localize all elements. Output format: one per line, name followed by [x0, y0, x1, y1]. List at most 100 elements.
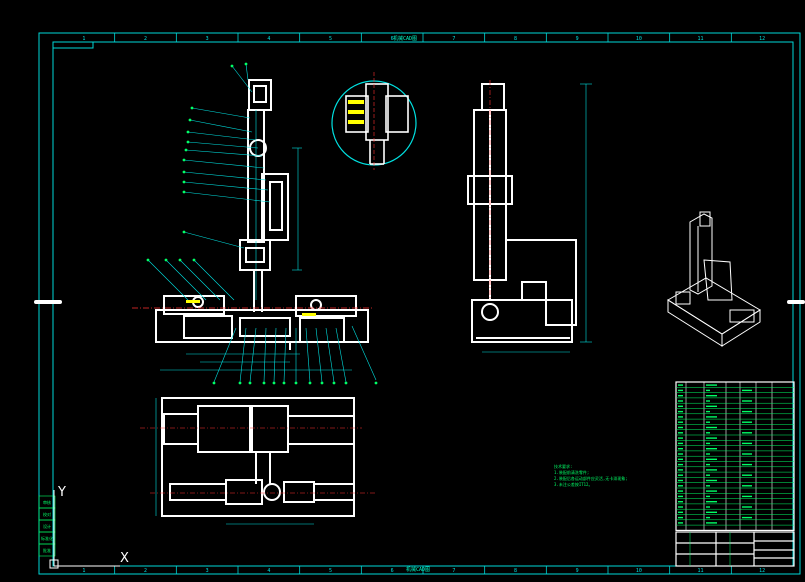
leader-line	[183, 171, 267, 181]
isometric-view	[667, 211, 761, 347]
side-view	[467, 83, 577, 343]
leader-end-dot	[182, 170, 186, 174]
leader-end-dot	[182, 158, 186, 162]
leader-end-dot	[344, 381, 348, 385]
leader-line	[325, 327, 335, 383]
leader-line	[185, 149, 263, 157]
top-caption: 机械CAD图	[393, 35, 417, 42]
leader-line	[315, 327, 323, 383]
zone-number-bottom: 2	[144, 568, 147, 574]
leader-end-dot	[164, 258, 168, 262]
detail-view-circle	[331, 72, 417, 170]
zone-number-top: 11	[697, 36, 703, 42]
zone-number-top: 1	[82, 36, 85, 42]
leader-end-dot	[192, 258, 196, 262]
leader-end-dot	[182, 180, 186, 184]
zone-number-bottom: 3	[206, 568, 209, 574]
zone-number-bottom: 5	[329, 568, 332, 574]
zone-number-bottom: 10	[636, 568, 642, 574]
leader-line	[187, 131, 257, 141]
zone-number-bottom: 12	[759, 568, 765, 574]
note-3: 3.未注公差按IT12。	[554, 481, 592, 487]
stamp-cell	[38, 543, 56, 557]
zone-number-top: 2	[144, 36, 147, 42]
leader-line	[183, 191, 271, 203]
ucs-icon	[49, 490, 120, 569]
leader-line	[283, 327, 287, 383]
leader-line	[191, 107, 251, 119]
leader-end-dot	[230, 64, 234, 68]
leader-line	[165, 259, 207, 301]
zone-number-top: 9	[576, 36, 579, 42]
note-1: 1.装配前清洗零件;	[554, 469, 589, 475]
stamp-label: 批准	[43, 547, 51, 553]
leader-line	[335, 327, 347, 383]
side-view-dims	[482, 83, 592, 353]
leader-end-dot	[182, 190, 186, 194]
zone-number-bottom: 1	[82, 568, 85, 574]
zone-number-bottom: 7	[452, 568, 455, 574]
zone-number-top: 12	[759, 36, 765, 42]
zone-number-top: 10	[636, 36, 642, 42]
leader-end-dot	[182, 230, 186, 234]
zone-number-bottom: 8	[514, 568, 517, 574]
zone-number-bottom: 4	[267, 568, 270, 574]
leader-end-dot	[188, 118, 192, 122]
zone-number-top: 8	[514, 36, 517, 42]
leader-end-dot	[178, 258, 182, 262]
stamp-label: 校对	[43, 511, 51, 517]
stamp-label: 审核	[43, 499, 51, 505]
part-leaders	[147, 63, 377, 383]
front-view	[155, 79, 369, 350]
zone-number-bottom: 6	[391, 568, 394, 574]
leader-line	[147, 259, 189, 301]
ucs-x-label: X	[120, 551, 129, 566]
notes-title: 技术要求:	[554, 463, 572, 469]
part-balloons-left	[146, 62, 248, 262]
leader-line	[305, 327, 311, 383]
leader-line	[231, 65, 253, 93]
stamp-label: 设计	[43, 523, 51, 529]
leader-line	[183, 231, 245, 249]
top-view-centerlines	[140, 427, 376, 494]
leader-line	[239, 327, 247, 383]
leader-end-dot	[282, 381, 286, 385]
zone-number-top: 5	[329, 36, 332, 42]
leader-line	[263, 327, 267, 383]
bottom-caption: 机械CAD图	[406, 566, 430, 573]
leader-end-dot	[294, 381, 298, 385]
title-block	[675, 531, 795, 567]
top-view	[161, 397, 355, 517]
leader-end-dot	[190, 106, 194, 110]
leader-end-dot	[146, 258, 150, 262]
leader-line	[273, 327, 277, 383]
leader-end-dot	[184, 148, 188, 152]
parts-list-table	[675, 381, 795, 531]
stamp-label: 标准化	[41, 535, 53, 541]
leader-end-dot	[374, 381, 378, 385]
leader-line	[249, 327, 257, 383]
zone-number-top: 4	[267, 36, 270, 42]
zone-number-bottom: 9	[576, 568, 579, 574]
leader-end-dot	[320, 381, 324, 385]
leader-line	[183, 181, 269, 191]
leader-end-dot	[186, 130, 190, 134]
zone-number-top: 7	[452, 36, 455, 42]
front-view-accents	[186, 300, 316, 316]
leader-line	[189, 119, 253, 133]
leader-end-dot	[186, 140, 190, 144]
zone-number-top: 3	[206, 36, 209, 42]
top-view-dims	[155, 398, 314, 525]
zone-number-bottom: 11	[697, 568, 703, 574]
leader-line	[183, 159, 265, 169]
zone-number-top: 6	[391, 36, 394, 42]
ucs-y-label: Y	[57, 485, 66, 500]
leader-end-dot	[212, 381, 216, 385]
leader-end-dot	[308, 381, 312, 385]
leader-end-dot	[248, 381, 252, 385]
